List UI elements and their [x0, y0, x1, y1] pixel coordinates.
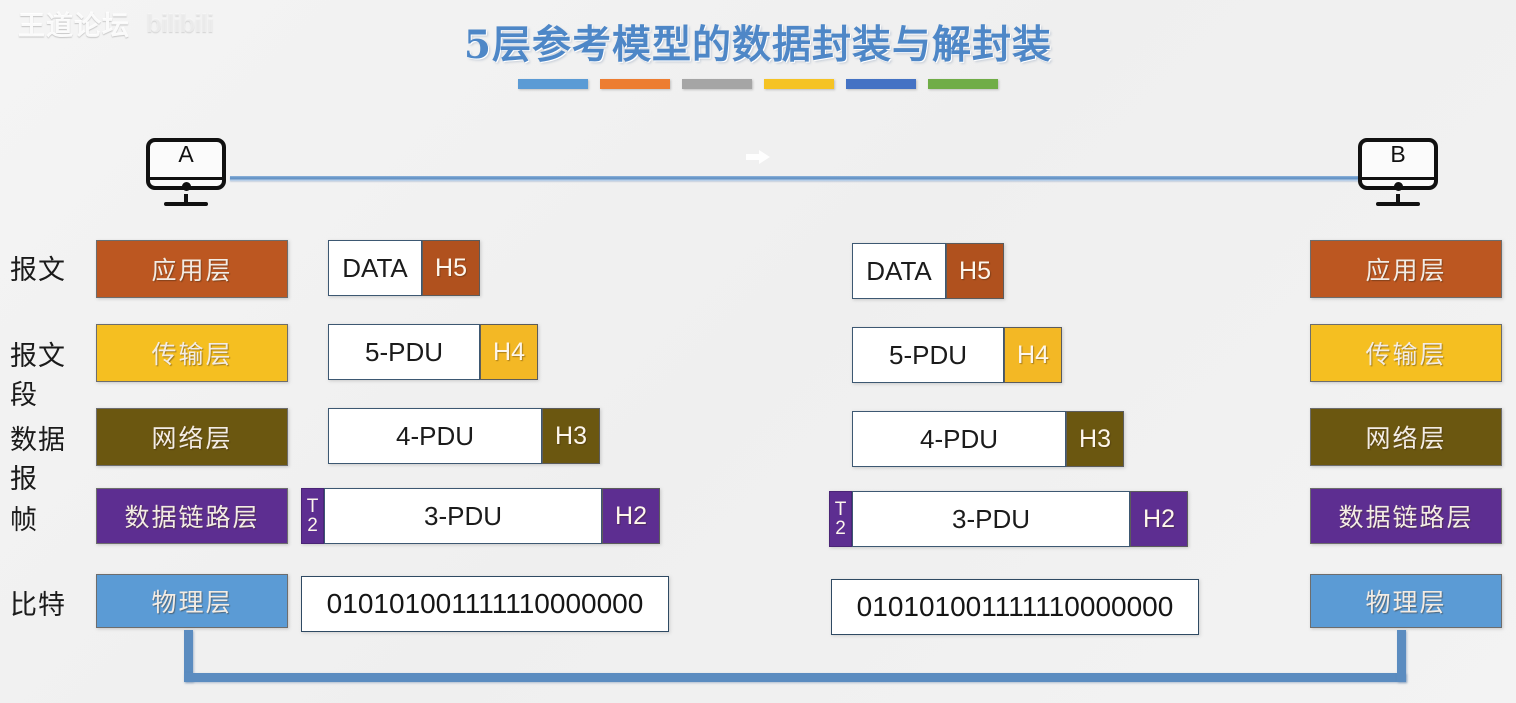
pdu-header-right: H2 — [1130, 491, 1188, 547]
bitstream-box-left: 010101001111110000000 — [301, 576, 669, 632]
pdu-body-right: DATA — [852, 243, 946, 299]
monitor-neck — [184, 194, 188, 204]
pdu-header-left: H4 — [480, 324, 538, 380]
layer-block-left-1[interactable]: 传输层 — [96, 324, 288, 382]
monitor-dot — [1394, 182, 1403, 191]
host-a-monitor-icon: A — [146, 138, 234, 210]
monitor-base — [164, 202, 208, 206]
row-label-2: 数据报 — [10, 425, 66, 495]
pdu-body-right: 5-PDU — [852, 327, 1004, 383]
physical-connector-right — [1397, 630, 1406, 682]
title-bar-3 — [682, 79, 752, 89]
trailer-line-2: 2 — [307, 515, 318, 536]
pdu-header-left: H2 — [602, 488, 660, 544]
row-label-4: 比特 — [10, 590, 66, 621]
physical-connector-bottom — [184, 673, 1406, 682]
title-bar-4 — [764, 79, 834, 89]
row-label-0: 报文 — [10, 255, 66, 286]
pdu-header-left: H3 — [542, 408, 600, 464]
layer-block-left-4[interactable]: 物理层 — [96, 574, 288, 628]
layer-block-right-1[interactable]: 传输层 — [1310, 324, 1502, 382]
page-title: 5层参考模型的数据封装与解封装 — [463, 22, 1053, 68]
layer-block-right-4[interactable]: 物理层 — [1310, 574, 1502, 628]
monitor-dot — [182, 182, 191, 191]
trailer-line-1: T — [306, 496, 319, 517]
title-bar-5 — [846, 79, 916, 89]
host-b-monitor-icon: B — [1358, 138, 1446, 210]
monitor-neck — [1396, 194, 1400, 204]
title-bar-6 — [928, 79, 998, 89]
layer-block-right-2[interactable]: 网络层 — [1310, 408, 1502, 466]
title-bar-1 — [518, 79, 588, 89]
network-link-line — [230, 176, 1360, 181]
mouse-cursor-arrow-icon — [746, 150, 770, 164]
bilibili-logo-watermark: bilibili — [146, 8, 214, 38]
watermark: 王道论坛 bilibili — [18, 4, 214, 43]
pdu-body-left: 4-PDU — [328, 408, 542, 464]
layer-block-left-3[interactable]: 数据链路层 — [96, 488, 288, 544]
trailer-line-2: 2 — [835, 518, 846, 539]
pdu-header-right: H5 — [946, 243, 1004, 299]
monitor-base — [1376, 202, 1420, 206]
pdu-body-right: 4-PDU — [852, 411, 1066, 467]
watermark-text: 王道论坛 — [18, 11, 130, 41]
layer-block-left-2[interactable]: 网络层 — [96, 408, 288, 466]
pdu-body-right: 3-PDU — [852, 491, 1130, 547]
physical-connector-left — [184, 630, 193, 682]
row-label-1: 报文段 — [10, 341, 66, 411]
title-decoration-bars — [0, 79, 1516, 89]
host-a-label: A — [178, 141, 194, 167]
pdu-body-left: DATA — [328, 240, 422, 296]
monitor-divider — [1362, 177, 1434, 180]
trailer-line-1: T — [834, 499, 847, 520]
row-label-3: 帧 — [10, 505, 38, 536]
pdu-header-right: H3 — [1066, 411, 1124, 467]
title-bar-2 — [600, 79, 670, 89]
layer-block-left-0[interactable]: 应用层 — [96, 240, 288, 298]
monitor-divider — [150, 177, 222, 180]
pdu-header-right: H4 — [1004, 327, 1062, 383]
pdu-body-left: 3-PDU — [324, 488, 602, 544]
layer-block-right-3[interactable]: 数据链路层 — [1310, 488, 1502, 544]
bitstream-box-right: 010101001111110000000 — [831, 579, 1199, 635]
host-b-label: B — [1390, 141, 1406, 167]
pdu-header-left: H5 — [422, 240, 480, 296]
layer-block-right-0[interactable]: 应用层 — [1310, 240, 1502, 298]
pdu-body-left: 5-PDU — [328, 324, 480, 380]
